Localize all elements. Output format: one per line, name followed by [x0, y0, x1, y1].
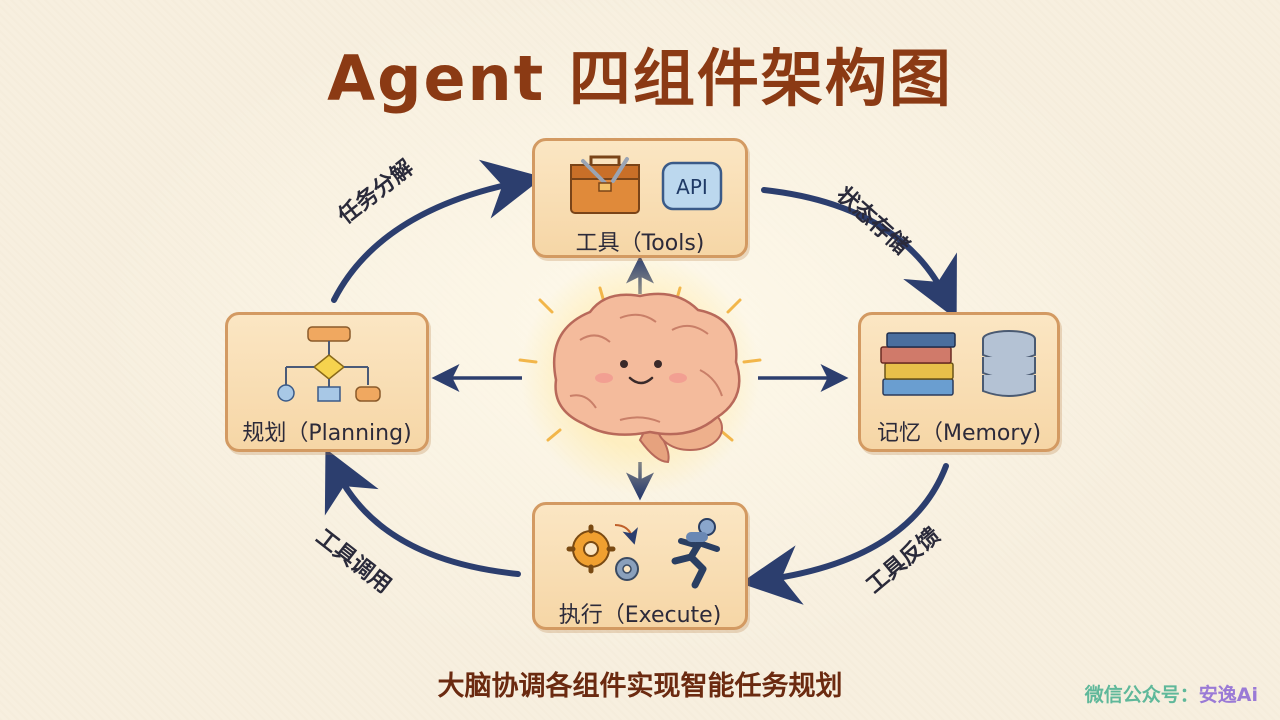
running-person-icon	[671, 518, 720, 589]
api-icon	[661, 161, 723, 211]
gears-icon	[566, 524, 639, 581]
flowchart-icon	[277, 326, 381, 402]
arrow-execute-to-planning	[324, 448, 521, 577]
books-icon	[880, 332, 956, 396]
arrow-tools-to-memory	[761, 187, 957, 320]
api-text: API	[676, 175, 708, 199]
arrow-planning-to-tools	[331, 159, 544, 303]
page-subtitle: 大脑协调各组件实现智能任务规划	[437, 671, 843, 702]
watermark: 微信公众号：安逸Ai	[1085, 680, 1258, 707]
memory-card: 记忆（Memory)	[858, 312, 1060, 452]
arrow-memory-to-execute	[740, 463, 949, 605]
tools-label: 工具（Tools)	[575, 231, 705, 256]
page-title: Agent 四组件架构图	[327, 42, 953, 115]
memory-label: 记忆（Memory)	[876, 421, 1042, 446]
toolbox-icon	[570, 155, 640, 214]
tools-card: API 工具（Tools)	[532, 138, 748, 258]
execute-card: 执行（Execute)	[532, 502, 748, 630]
watermark-prefix: 微信公众号：	[1084, 684, 1199, 706]
watermark-name: 安逸Ai	[1198, 684, 1258, 706]
execute-label: 执行（Execute)	[558, 603, 722, 628]
planning-label: 规划（Planning)	[242, 421, 412, 446]
database-icon	[982, 330, 1036, 397]
planning-card: 规划（Planning)	[225, 312, 429, 452]
